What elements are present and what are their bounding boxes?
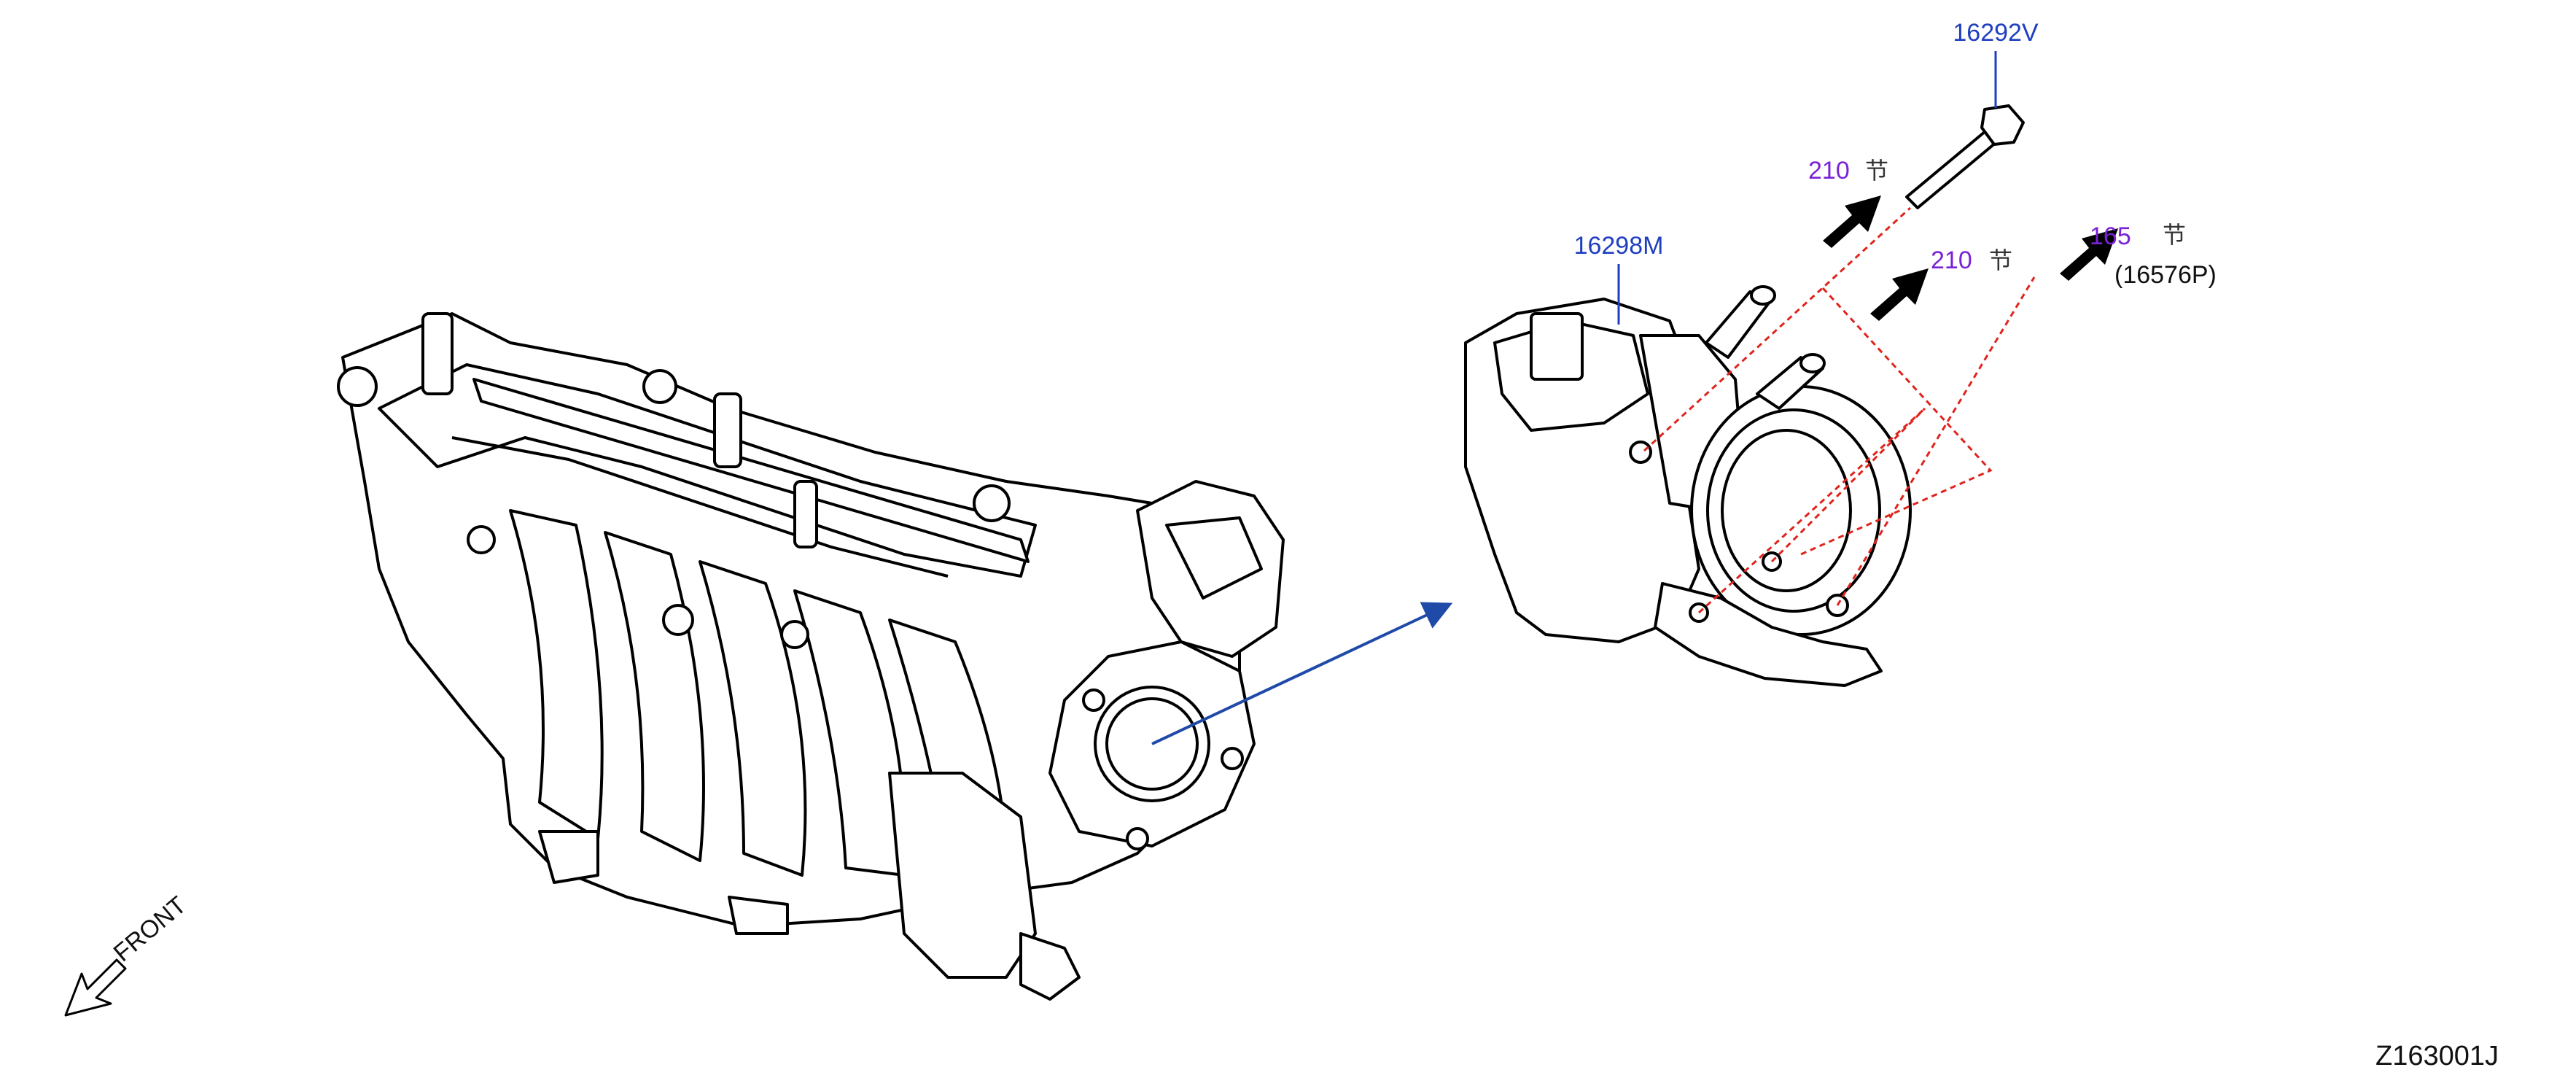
intake-manifold xyxy=(337,312,1285,1001)
fastener-guide-lines xyxy=(1643,206,2036,614)
torque-label-upper: 210 xyxy=(1808,157,1850,185)
torque-symbol-right: 节 xyxy=(2163,221,2186,249)
torque-arrow-icon xyxy=(1823,195,2118,321)
torque-label-middle: 210 xyxy=(1931,247,1972,274)
diagram-id: Z163001J xyxy=(2375,1041,2499,1071)
throttle-body-part-label: 16298M xyxy=(1574,232,1664,260)
torque-symbol-middle: 节 xyxy=(1989,247,2012,274)
assembly-leader-arrow xyxy=(1151,602,1453,745)
torque-label-right: 165 xyxy=(2090,222,2131,250)
front-label: FRONT xyxy=(109,891,192,967)
bolt-part-label: 16292V xyxy=(1953,19,2039,47)
bolt xyxy=(1905,104,2025,209)
front-arrow-icon xyxy=(64,958,127,1017)
torque-symbol-upper: 节 xyxy=(1865,157,1888,185)
reference-part-label: (16576P) xyxy=(2114,261,2217,289)
throttle-body xyxy=(1464,285,1912,687)
